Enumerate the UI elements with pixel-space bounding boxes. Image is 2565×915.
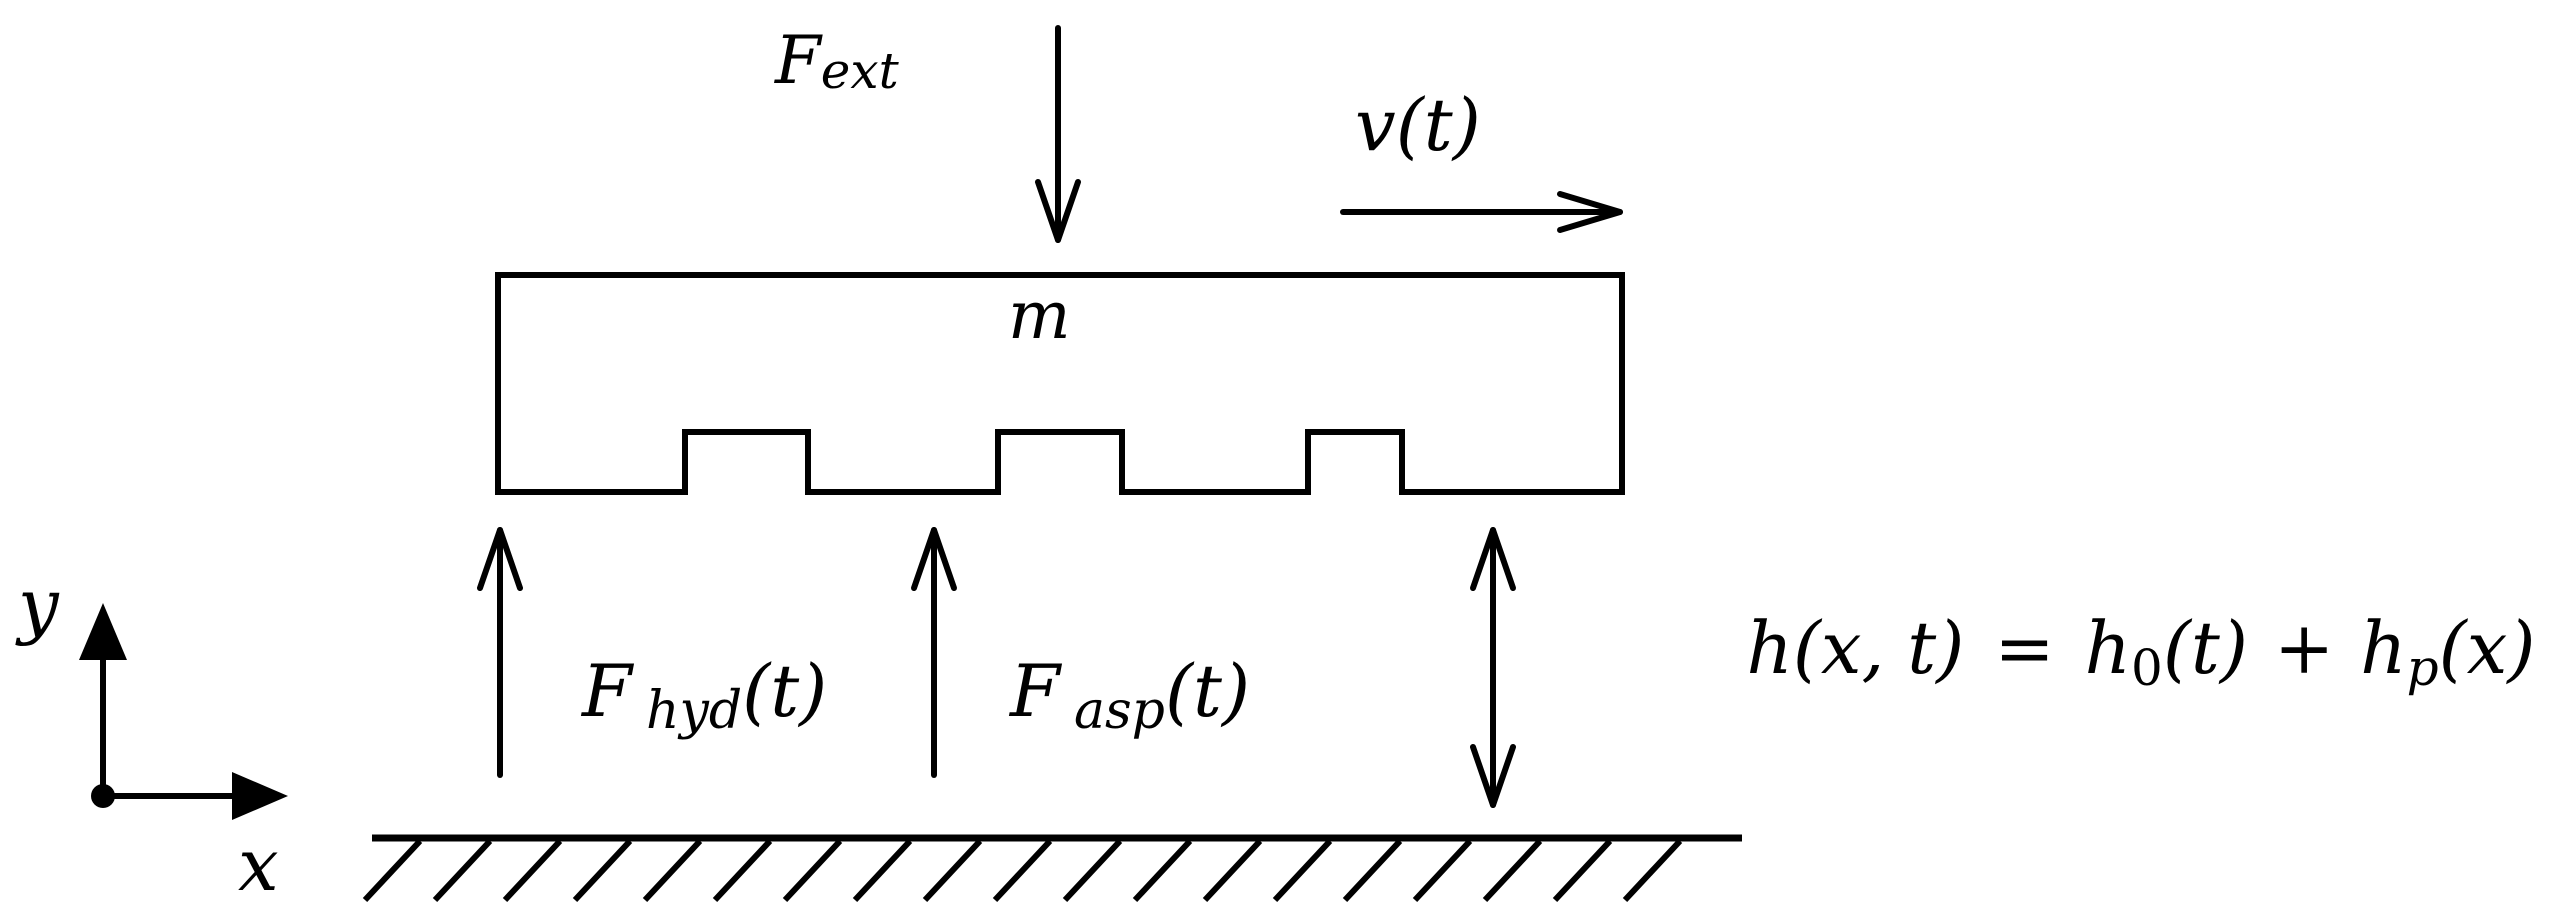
gap-height-equation: h(x, t)=h0(t)+hp(x) [1632,606,2565,697]
velocity-label: v(t) [1355,83,1481,167]
ground-hatch-line [1132,838,1193,903]
y-axis-label: y [15,563,60,647]
asperity-force-symbol: F [1008,649,1063,733]
external-force-subscript: ext [821,42,900,100]
ground-hatch-line [1062,838,1123,903]
sliding-block [495,272,1625,495]
mass-label: m [1008,277,1071,354]
axes-origin [91,784,115,808]
ground-surface [362,834,1742,903]
gap-hp-argument: (x) [2439,606,2536,690]
ground-hatching [362,838,1683,903]
gap-h0-symbol: h [2085,606,2131,690]
external-force-arrow [1035,25,1081,243]
ground-hatch-line [642,838,703,903]
gap-h0-argument: (t) [2163,606,2248,690]
x-axis-arrowhead [232,772,288,820]
ground-hatch-line [992,838,1053,903]
ground-hatch-line [852,838,913,903]
gap-h0-subscript: 0 [2131,639,2163,697]
asperity-force-argument: (t) [1165,649,1250,733]
gap-hp-symbol: h [2360,606,2406,690]
ground-hatch-line [1202,838,1263,903]
ground-hatch-line [1552,838,1613,903]
ground-hatch-line [1622,838,1683,903]
gap-plus-sign: + [2274,606,2334,690]
hydrodynamic-force-argument: (t) [742,649,827,733]
external-force-symbol: F [774,22,823,99]
gap-h-arguments: (x, t) [1793,606,1965,690]
ground-hatch-line [362,838,423,903]
asperity-force-subscript: asp [1074,681,1165,741]
velocity-arrow [1340,191,1623,233]
hydrodynamic-force-subscript: hyd [646,681,742,741]
ground-hatch-line [432,838,493,903]
x-axis-label: x [238,823,279,907]
y-axis-arrowhead [79,603,127,660]
ground-hatch-line [1342,838,1403,903]
velocity-symbol: v [1355,83,1396,167]
ground-hatch-line [782,838,843,903]
gap-h-symbol: h [1746,606,1792,690]
velocity-argument: (t) [1396,83,1481,167]
coordinate-axes [79,603,288,820]
ground-hatch-line [1482,838,1543,903]
ground-hatch-line [922,838,983,903]
ground-hatch-line [502,838,563,903]
ground-hatch-line [1272,838,1333,903]
ground-hatch-line [1412,838,1473,903]
hydrodynamic-force-arrow [477,527,523,778]
gap-hp-subscript: p [2407,639,2439,697]
ground-hatch-line [712,838,773,903]
gap-height-arrow [1470,527,1516,808]
external-force-label: Fext [774,22,900,100]
ground-hatch-line [572,838,633,903]
asperity-force-arrow [911,527,957,778]
hydrodynamic-force-symbol: F [580,649,635,733]
gap-equals-sign: = [1994,606,2054,690]
